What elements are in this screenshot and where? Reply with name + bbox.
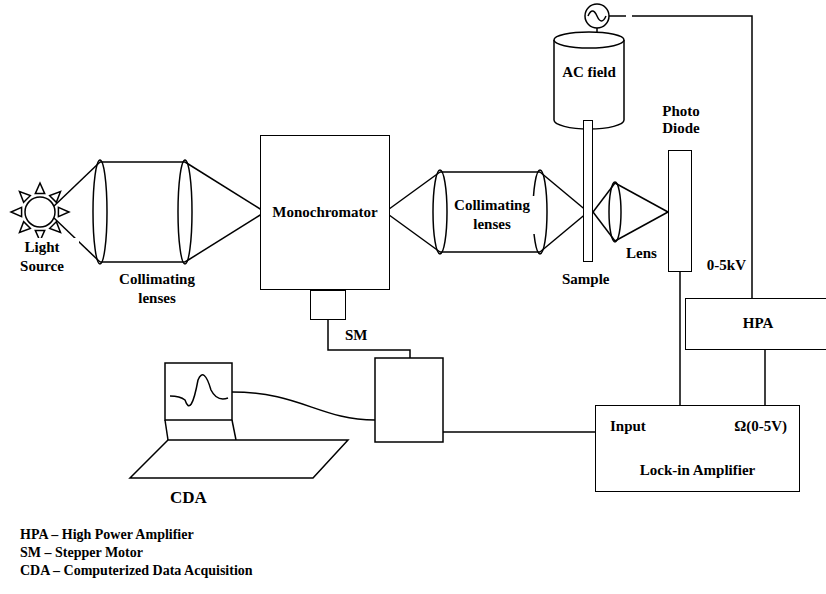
motor-wire (328, 320, 410, 358)
node-label: Ω(0-5V) (734, 418, 787, 435)
sample-plate: Sample (583, 120, 593, 262)
voltage-label: 0-5kV (705, 256, 748, 275)
ac-field-cylinder: AC field (546, 2, 632, 130)
node-label: AC field (546, 64, 632, 81)
interface-box (375, 358, 443, 442)
lens (93, 160, 107, 264)
amplifier-box: HPA (685, 298, 826, 350)
light-ray (19, 222, 30, 233)
computer-cable (232, 392, 375, 420)
light-ray (19, 191, 30, 202)
light-source-symbol (25, 197, 55, 227)
lens-label: Lens (624, 244, 659, 263)
computer-symbol-outline (128, 360, 350, 480)
light-ray (58, 207, 69, 216)
node-label: Lock-in Amplifier (596, 462, 799, 479)
wire-connector (679, 272, 681, 405)
light-ray (35, 183, 44, 194)
node-label: CDA (170, 488, 207, 508)
photo-diode-box: Photo Diode (668, 150, 692, 272)
lens (433, 170, 447, 254)
stepper-motor-box: SM (310, 290, 346, 320)
signal-wire (443, 431, 595, 433)
monochromator-box: Monochromator (260, 135, 390, 290)
wire-connector (764, 350, 766, 405)
lens (178, 160, 192, 264)
node-label: HPA (686, 315, 826, 332)
computer-symbol: CDA (128, 360, 350, 480)
abbreviation-note: SM – Stepper Motor (18, 544, 145, 562)
lens-label: Collimating lenses (448, 196, 536, 234)
light-ray (11, 207, 22, 216)
abbreviation-note: HPA – High Power Amplifier (18, 526, 196, 544)
abbreviation-note: CDA – Computerized Data Acquisition (18, 562, 255, 580)
lock-in-amplifier-box: Input Ω(0-5V) Lock-in Amplifier (595, 405, 800, 492)
lens (609, 182, 621, 242)
node-label: Monochromator (261, 204, 389, 221)
node-label: SM (345, 327, 368, 344)
light-rays (11, 183, 69, 241)
source-label: Light Source (5, 238, 79, 276)
node-label: Input (610, 418, 646, 435)
node-label: Photo Diode (647, 103, 715, 138)
node-label: Sample (562, 271, 610, 288)
lens-label: Collimating lenses (110, 270, 204, 308)
